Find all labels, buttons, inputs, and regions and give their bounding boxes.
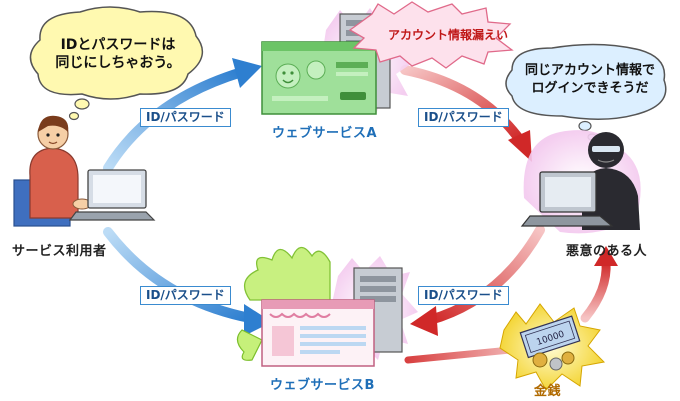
arrow-service-b-to-money xyxy=(404,346,514,364)
money-label: 金銭 xyxy=(534,384,562,399)
user-bubble-line2: 同じにしちゃおう。 xyxy=(55,55,181,71)
credential-tag-attack: ID/パスワード xyxy=(418,286,509,305)
service-user-label: サービス利用者 xyxy=(12,244,107,259)
user-thought-bubble xyxy=(29,6,204,121)
arrow-money-to-attacker xyxy=(580,246,618,323)
service-b-label: ウェブサービスB xyxy=(270,378,375,393)
attacker-label: 悪意のある人 xyxy=(566,244,648,259)
attacker-laptop-icon xyxy=(520,171,614,227)
leak-explosion-icon xyxy=(348,1,514,69)
credential-tag-leaked: ID/パスワード xyxy=(418,108,509,127)
attacker-thought-bubble xyxy=(505,43,667,141)
credential-tag-to-service-a: ID/パスワード xyxy=(140,108,231,127)
attacker-bubble-line1: 同じアカウント情報で xyxy=(524,63,655,78)
service-b-browser-icon xyxy=(261,299,375,367)
attacker-bubble-text: 同じアカウント情報で ログインできそうだ xyxy=(514,62,666,98)
service-a-browser-icon xyxy=(261,41,377,115)
credential-tag-to-service-b: ID/パスワード xyxy=(140,286,231,305)
user-bubble-line1: IDとパスワードは xyxy=(60,37,176,53)
service-user-person-icon xyxy=(13,115,92,227)
money-icon: 10000 xyxy=(499,303,606,391)
service-b-fire-icon xyxy=(236,246,331,361)
attacker-bubble-line2: ログインできそうだ xyxy=(531,81,649,96)
leak-label: アカウント情報漏えい xyxy=(388,28,509,42)
arrow-service-a-to-attacker xyxy=(400,65,532,162)
service-user-laptop-icon xyxy=(68,169,156,221)
service-a-label: ウェブサービスA xyxy=(272,126,378,141)
user-bubble-text: IDとパスワードは 同じにしちゃおう。 xyxy=(48,36,188,72)
